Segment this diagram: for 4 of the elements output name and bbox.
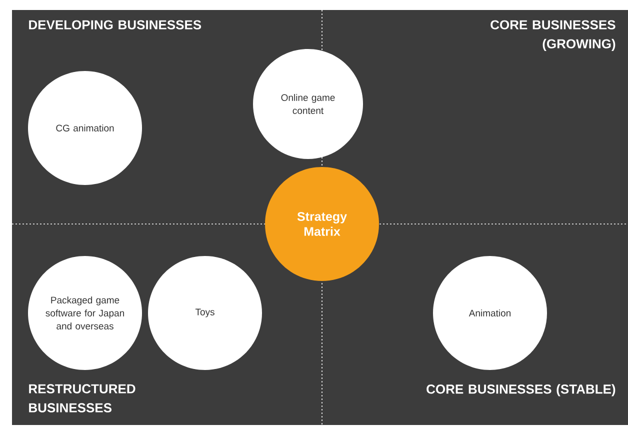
quadrant-label: CORE BUSINESSES (GROWING) xyxy=(490,20,616,51)
quadrant-label: RESTRUCTURED BUSINESSES xyxy=(29,384,136,412)
quadrant-label: CORE BUSINESSES (STABLE) xyxy=(426,384,616,396)
quadrant-label: DEVELOPING BUSINESSES xyxy=(29,20,202,30)
